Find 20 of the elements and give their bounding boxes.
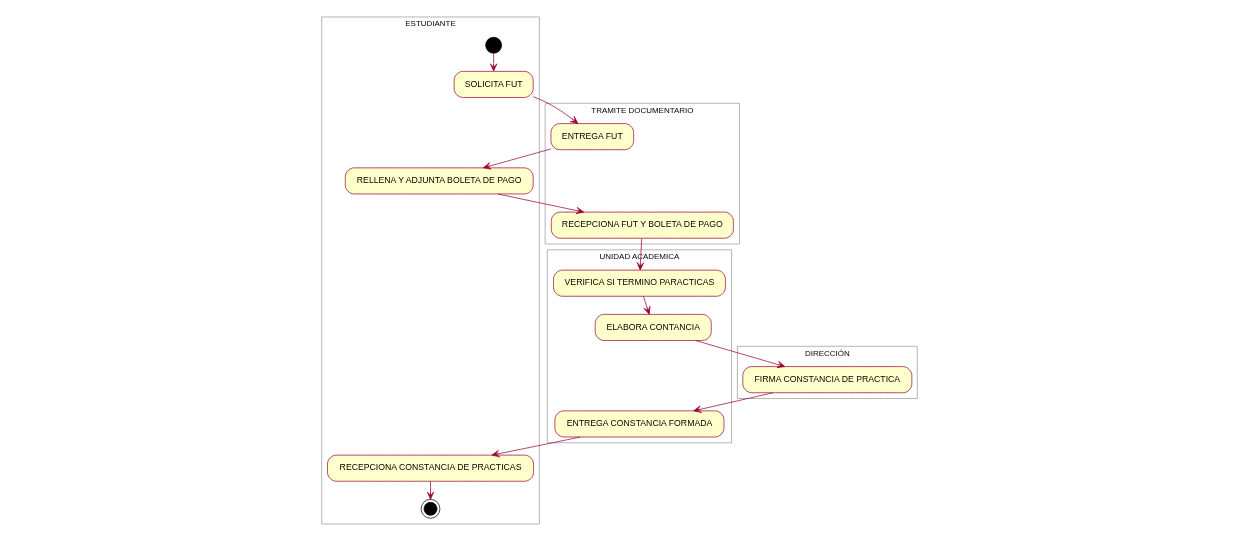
- node-box: ELABORA CONTANCIA: [594, 314, 712, 341]
- node-box: SOLICITA FUT: [453, 71, 534, 98]
- arrow: [532, 96, 578, 124]
- arrow: [636, 238, 644, 271]
- arrow: [497, 193, 584, 215]
- arrow: [642, 295, 650, 315]
- node-box: RECEPCIONA CONSTANCIA DE PRACTICAS: [326, 454, 534, 482]
- arrow: [489, 52, 497, 72]
- node-box: VERIFICA SI TERMINO PARACTICAS: [552, 269, 726, 297]
- arrow: [426, 480, 434, 500]
- node-box: ENTREGA CONSTANCIA FORMADA: [554, 410, 724, 438]
- node-box: FIRMA CONSTANCIA DE PRACTICA: [741, 366, 912, 394]
- node-box: RELLENA Y ADJUNTA BOLETA DE PAGO: [344, 167, 534, 195]
- arrow: [694, 340, 785, 368]
- node-circle: [484, 36, 502, 54]
- arrow: [482, 148, 551, 170]
- arrow: [692, 392, 773, 413]
- arrow: [491, 436, 581, 458]
- node-box: ENTREGA FUT: [550, 123, 634, 151]
- node-box: RECEPCIONA FUT Y BOLETA DE PAGO: [550, 211, 734, 239]
